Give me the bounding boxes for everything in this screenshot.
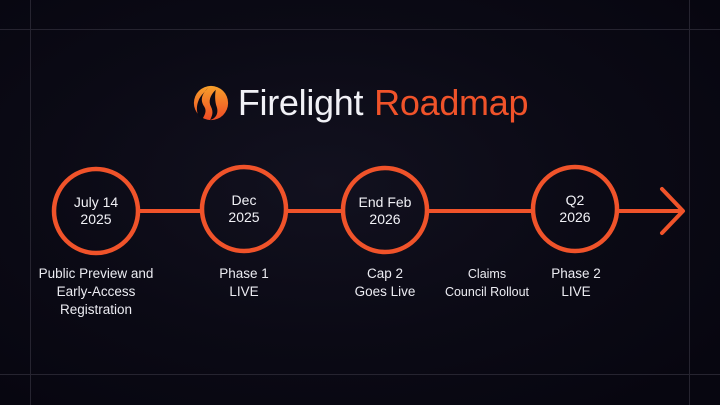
- date-line: 2026: [559, 209, 591, 225]
- label-line: Phase 1: [219, 266, 269, 281]
- date-line: 2025: [228, 209, 260, 225]
- milestone-date: July 14 2025: [53, 194, 139, 228]
- milestone-date: Dec 2025: [201, 192, 287, 226]
- label-line: Early-Access: [56, 284, 136, 299]
- date-line: Dec: [231, 192, 257, 208]
- grid-line-right: [689, 0, 690, 405]
- milestone-label: Claims Council Rollout: [412, 265, 562, 301]
- grid-line-top: [0, 29, 720, 30]
- date-line: July 14: [73, 194, 119, 210]
- grid-line-left: [30, 0, 31, 405]
- milestone-label: Phase 1 LIVE: [169, 265, 319, 301]
- label-line: LIVE: [561, 284, 591, 299]
- title-subtitle: Roadmap: [374, 82, 529, 123]
- arrow-head-icon: [660, 187, 685, 235]
- grid-line-bottom: [0, 374, 720, 375]
- date-line: 2025: [80, 211, 112, 227]
- milestone-circle: [51, 166, 141, 256]
- label-line: Phase 2: [551, 266, 601, 281]
- label-line: Public Preview and: [38, 266, 154, 281]
- label-line: Council Rollout: [444, 285, 530, 299]
- date-line: End Feb: [358, 194, 412, 210]
- label-line: Cap 2: [366, 266, 404, 281]
- page-title: Firelight Roadmap: [0, 82, 720, 124]
- label-line: Claims: [467, 267, 507, 281]
- flame-icon: [193, 85, 228, 121]
- milestone-date: Q2 2026: [532, 192, 618, 226]
- milestone-circle: [340, 165, 430, 255]
- milestone-label: Public Preview and Early-Access Registra…: [21, 265, 171, 319]
- milestone-label: Phase 2 LIVE: [501, 265, 651, 301]
- label-line: LIVE: [229, 284, 259, 299]
- date-line: Q2: [565, 192, 585, 208]
- title-brand: Firelight: [237, 82, 364, 123]
- milestone-circle: [530, 164, 620, 254]
- milestone-label: Cap 2 Goes Live: [310, 265, 460, 301]
- milestone-date: End Feb 2026: [342, 194, 428, 228]
- milestone-circle: [199, 164, 289, 254]
- label-line: Goes Live: [354, 284, 416, 299]
- date-line: 2026: [369, 211, 401, 227]
- label-line: Registration: [59, 302, 133, 317]
